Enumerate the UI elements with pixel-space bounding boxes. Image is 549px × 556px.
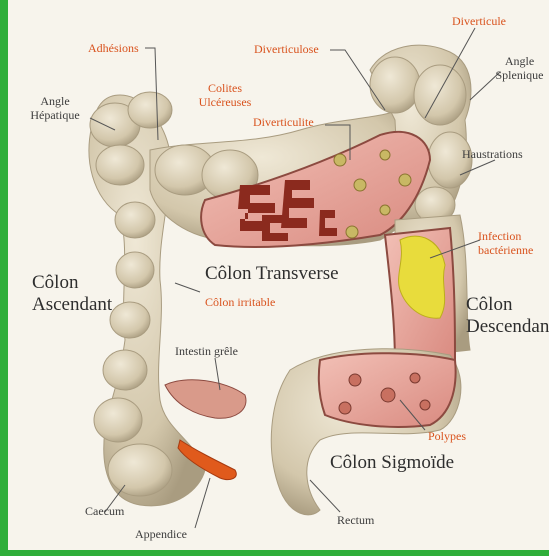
label-polypes: Polypes (428, 430, 466, 444)
label-diverticulite: Diverticulite (253, 116, 314, 130)
label-colon-ascendant: Côlon Ascendant (32, 272, 112, 316)
label-colites-ulcereuses: Colites Ulcéreuses (195, 82, 255, 110)
label-infection-bacterienne: Infection bactérienne (478, 230, 533, 258)
label-colon-irritable: Côlon irritable (205, 296, 275, 310)
label-colon-sigmoide: Côlon Sigmoïde (330, 452, 454, 474)
label-colon-descendant: Côlon Descendant (466, 294, 549, 338)
label-intestin-grele: Intestin grêle (175, 345, 238, 359)
label-appendice: Appendice (135, 528, 187, 542)
label-haustrations: Haustrations (462, 148, 523, 162)
label-angle-splenique: Angle Splenique (492, 55, 547, 83)
label-angle-hepatique: Angle Hépatique (25, 95, 85, 123)
label-adhesions: Adhésions (88, 42, 139, 56)
label-diverticule: Diverticule (452, 15, 506, 29)
descending-colon (385, 215, 470, 365)
small-intestine (165, 380, 246, 418)
label-caecum: Caecum (85, 505, 124, 519)
label-rectum: Rectum (337, 514, 374, 528)
label-colon-transverse: Côlon Transverse (205, 263, 339, 285)
label-diverticulose: Diverticulose (254, 43, 319, 57)
